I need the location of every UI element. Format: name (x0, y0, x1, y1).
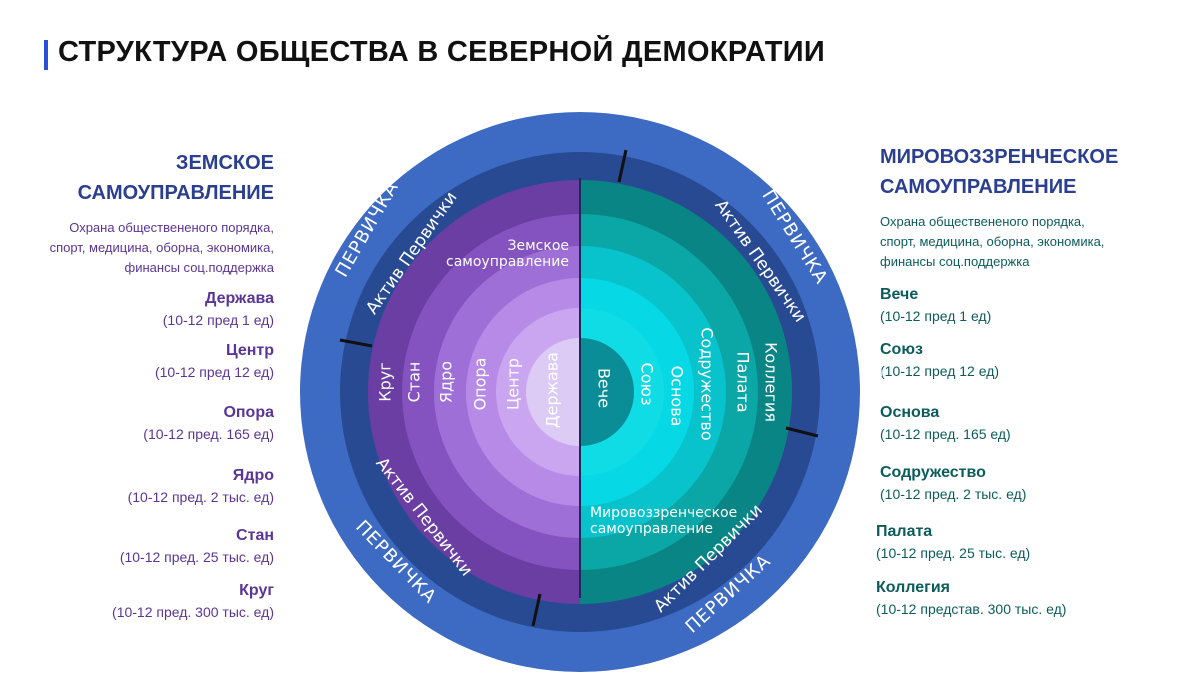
ring-labels: Круг Стан Ядро Опора Центр Держава Вече Союз Осн… (376, 327, 781, 440)
ring-label-left-5: Держава (543, 352, 562, 428)
ring-label-right-1: Союз (638, 363, 657, 406)
left-item-name: Стан (236, 527, 274, 544)
right-item-sub: (10-12 пред 1 ед) (880, 308, 992, 324)
left-item-name: Держава (204, 290, 274, 307)
left-item-name: Круг (239, 582, 274, 599)
right-item-kollegiya: Коллегия (10-12 представ. 300 тыс. ед) (876, 579, 1066, 617)
left-item-sub: (10-12 пред. 300 тыс. ед) (112, 604, 274, 620)
ring-label-left-0: Круг (376, 362, 395, 401)
left-item-stan: Стан (10-12 пред. 25 тыс. ед) (120, 527, 274, 565)
right-item-osnova: Основа (10-12 пред. 165 ед) (880, 404, 1011, 442)
left-item-sub: (10-12 пред 1 ед) (162, 312, 274, 328)
right-heading-2: САМОУПРАВЛЕНИЕ (880, 176, 1077, 198)
inner-rings (368, 180, 792, 604)
divider-top (617, 149, 628, 183)
right-item-name: Коллегия (876, 579, 950, 596)
left-item-sub: (10-12 пред. 25 тыс. ед) (119, 549, 274, 565)
left-item-name: Ядро (232, 467, 274, 484)
left-panel: ЗЕМСКОЕ САМОУПРАВЛЕНИЕ Охрана обществене… (50, 148, 274, 278)
label-mirovozz-title-2: самоуправление (590, 521, 713, 537)
right-heading-1: МИРОВОЗЗРЕНЧЕСКОЕ (880, 146, 1119, 168)
label-pervichka-left: ПЕРВИЧКА (271, 340, 299, 452)
divider-right (785, 426, 819, 438)
right-item-sub: (10-12 пред 12 ед) (880, 363, 1000, 379)
right-desc-line-1: Охрана обществененого порядка, (880, 214, 1085, 229)
right-item-palata: Палата (10-12 пред. 25 тыс. ед) (876, 523, 1030, 561)
right-item-name: Палата (876, 523, 933, 540)
left-item-derzhava: Держава (10-12 пред 1 ед) (163, 290, 274, 328)
right-item-sub: (10-12 пред. 165 ед) (880, 426, 1011, 442)
right-item-sub: (10-12 пред. 2 тыс. ед) (880, 486, 1027, 502)
right-description: Охрана обществененого порядка, спорт, ме… (880, 212, 1118, 272)
right-item-sub: (10-12 представ. 300 тыс. ед) (876, 601, 1067, 617)
page-title: СТРУКТУРА ОБЩЕСТВА В СЕВЕРНОЙ ДЕМОКРАТИИ (58, 36, 826, 68)
ring-label-right-0: Вече (595, 368, 614, 408)
ring-label-left-1: Стан (405, 362, 424, 403)
right-item-soyuz: Союз (10-12 пред 12 ед) (880, 341, 999, 379)
right-item-veche: Вече (10-12 пред 1 ед) (880, 286, 991, 324)
ring-label-left-3: Опора (471, 358, 490, 411)
left-item-centr: Центр (10-12 пред 12 ед) (155, 342, 274, 380)
right-item-sodruzhestvo: Содружество (10-12 пред. 2 тыс. ед) (880, 464, 1026, 502)
left-description: Охрана обществененого порядка, спорт, ме… (50, 218, 274, 278)
left-item-opora: Опора (10-12 пред. 165 ед) (143, 404, 274, 442)
left-desc-line-3: финансы соц.поддержка (124, 260, 274, 275)
label-mirovozz-title-1: Мировоззренческое (590, 505, 737, 521)
ring-label-right-2: Основа (668, 366, 687, 427)
right-item-name: Союз (880, 341, 923, 358)
right-panel: МИРОВОЗЗРЕНЧЕСКОЕ САМОУПРАВЛЕНИЕ Охрана … (880, 142, 1118, 272)
ring-left-5 (526, 338, 580, 446)
ring-label-right-4: Палата (734, 352, 753, 413)
left-desc-line-2: спорт, медицина, оборна, экономика, (49, 240, 274, 255)
left-item-yadro: Ядро (10-12 пред. 2 тыс. ед) (128, 467, 274, 505)
right-item-sub: (10-12 пред. 25 тыс. ед) (876, 545, 1031, 561)
right-item-name: Вече (880, 286, 919, 303)
left-item-name: Опора (223, 404, 274, 421)
left-item-sub: (10-12 пред. 165 ед) (143, 426, 274, 442)
right-item-name: Содружество (880, 464, 986, 481)
ring-label-left-4: Центр (504, 358, 523, 410)
divider-left (339, 338, 373, 348)
left-item-sub: (10-12 пред 12 ед) (154, 364, 274, 380)
label-zemskoe-title-2: самоуправление (446, 254, 569, 270)
divider-bottom (531, 593, 542, 627)
title-accent-bar (44, 40, 48, 70)
left-item-name: Центр (225, 342, 274, 359)
left-item-sub: (10-12 пред. 2 тыс. ед) (127, 489, 274, 505)
right-desc-line-3: финансы соц.поддержка (880, 254, 1030, 269)
left-desc-line-1: Охрана обществененого порядка, (69, 220, 274, 235)
left-item-krug: Круг (10-12 пред. 300 тыс. ед) (112, 582, 274, 620)
ring-label-right-3: Содружество (698, 327, 717, 440)
right-desc-line-2: спорт, медицина, оборна, экономика, (880, 234, 1105, 249)
label-zemskoe-title-1: Земское (508, 238, 569, 254)
left-heading-1: ЗЕМСКОЕ (175, 152, 274, 174)
ring-label-left-2: Ядро (437, 361, 456, 403)
left-heading-2: САМОУПРАВЛЕНИЕ (77, 182, 274, 204)
ring-right-5 (580, 338, 634, 446)
right-item-name: Основа (880, 404, 940, 421)
ring-label-right-5: Коллегия (762, 342, 781, 422)
